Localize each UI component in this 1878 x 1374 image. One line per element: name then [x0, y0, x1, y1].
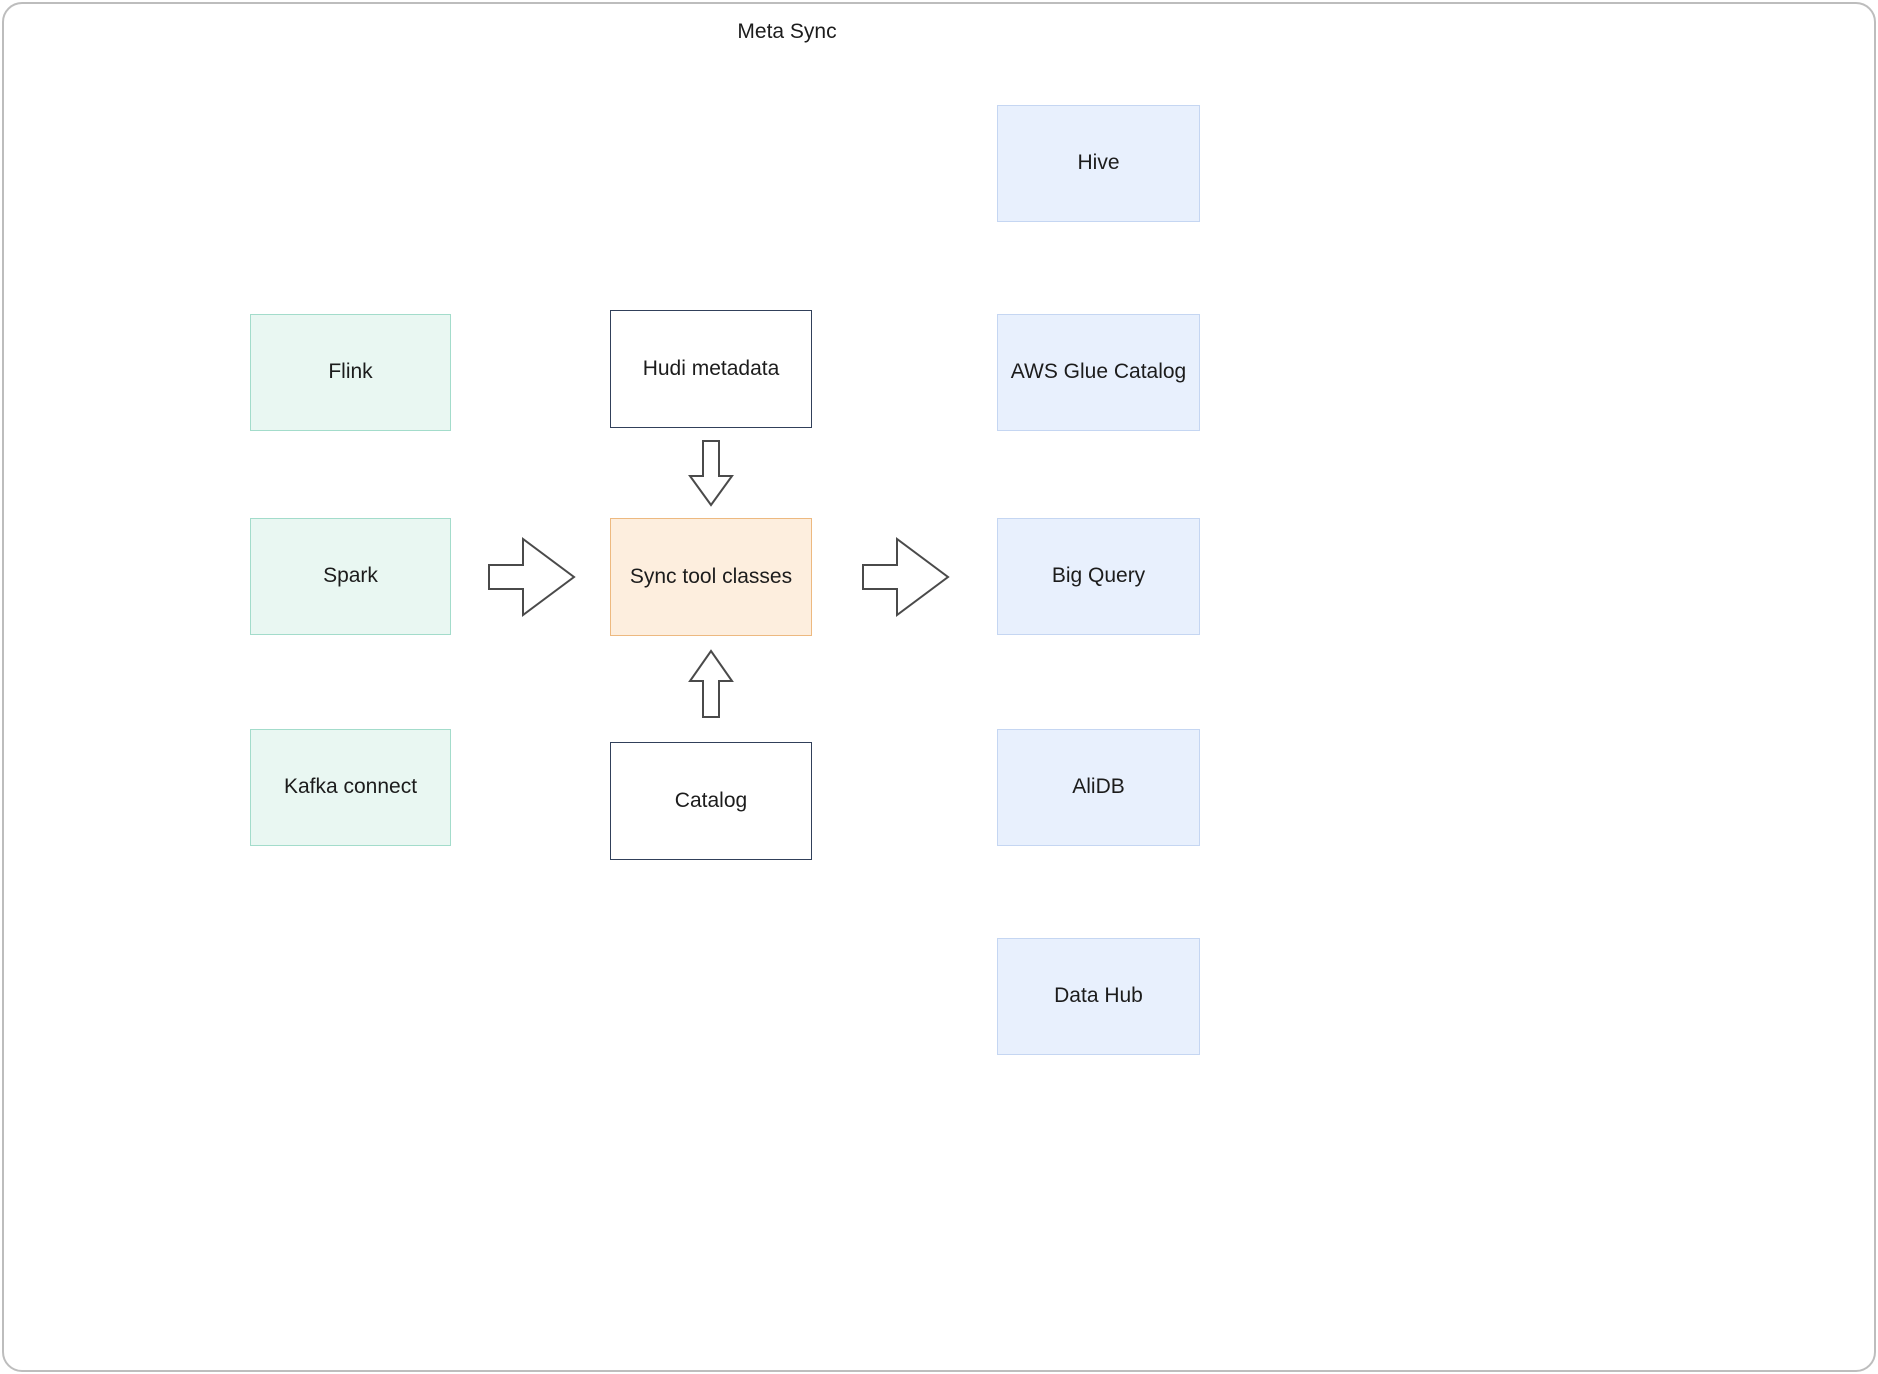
- node-label: Spark: [323, 564, 378, 588]
- node-label: AWS Glue Catalog: [1010, 360, 1187, 384]
- node-label: Kafka connect: [283, 775, 418, 799]
- right-arrow-sync-to-targets-icon: [862, 537, 950, 617]
- node-label: Hudi metadata: [642, 356, 780, 380]
- node-big-query: Big Query: [997, 518, 1200, 635]
- node-flink: Flink: [250, 314, 451, 431]
- node-sync-tool-classes: Sync tool classes: [610, 518, 812, 636]
- node-label: Flink: [328, 360, 373, 384]
- right-arrow-spark-to-sync-icon: [488, 537, 576, 617]
- up-arrow-icon: [688, 649, 734, 718]
- node-label: Hive: [1077, 151, 1120, 175]
- node-label: Catalog: [674, 788, 748, 812]
- node-label: Sync tool classes: [629, 564, 793, 588]
- node-label: AliDB: [1072, 775, 1125, 799]
- diagram-title: Meta Sync: [737, 20, 837, 43]
- node-label: Data Hub: [1054, 984, 1143, 1008]
- node-spark: Spark: [250, 518, 451, 635]
- node-hudi-metadata: Hudi metadata: [610, 310, 812, 428]
- node-catalog: Catalog: [610, 742, 812, 860]
- node-alidb: AliDB: [997, 729, 1200, 846]
- node-aws-glue-catalog: AWS Glue Catalog: [997, 314, 1200, 431]
- node-label: Big Query: [1051, 564, 1146, 588]
- node-data-hub: Data Hub: [997, 938, 1200, 1055]
- node-kafka-connect: Kafka connect: [250, 729, 451, 846]
- down-arrow-icon: [688, 440, 734, 507]
- node-hive: Hive: [997, 105, 1200, 222]
